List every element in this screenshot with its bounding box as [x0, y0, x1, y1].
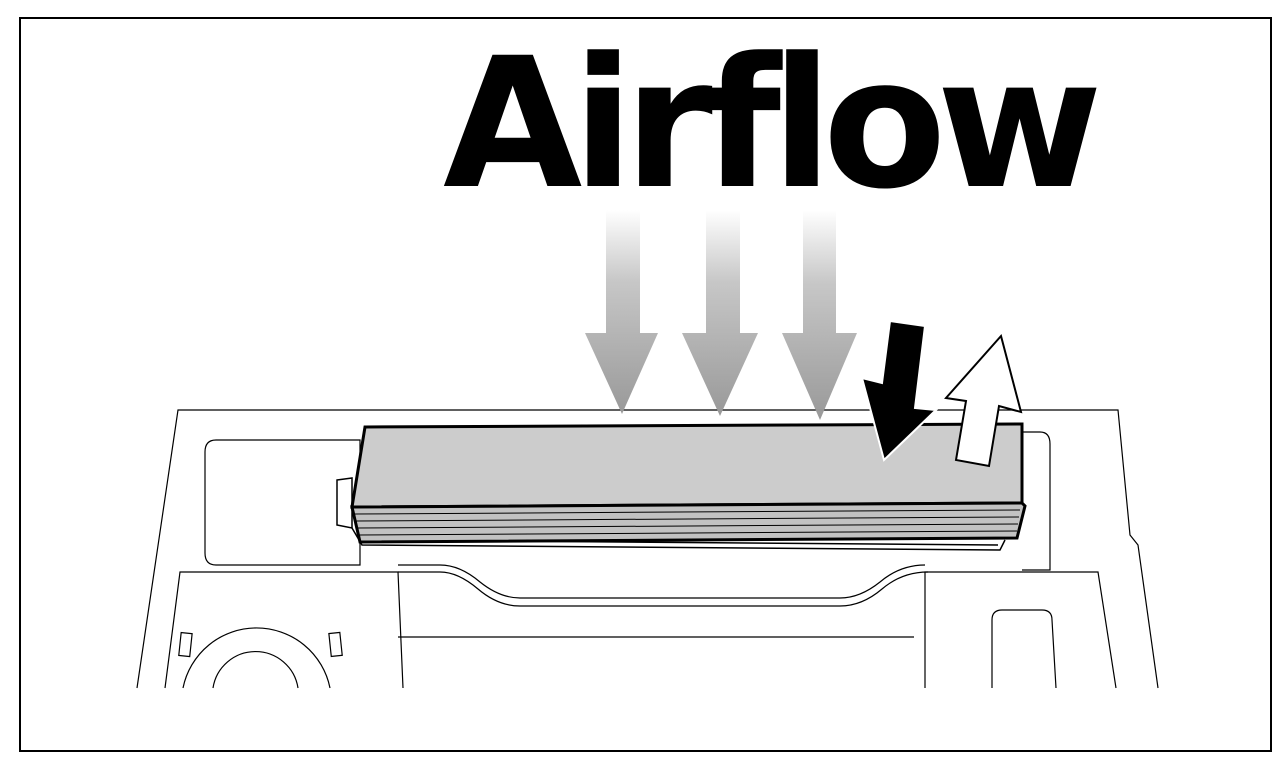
filter-top-face [350, 422, 1024, 509]
airflow-arrows [585, 210, 857, 420]
air-filter [350, 422, 1027, 544]
diagram-border [19, 17, 1272, 752]
down-arrow-gradient-icon [682, 210, 758, 416]
filter-side-face [350, 501, 1027, 544]
up-arrow-outline-icon [944, 333, 1023, 468]
down-arrow-gradient-icon [585, 210, 658, 414]
down-arrow-gradient-icon [782, 210, 857, 420]
airflow-title: Airflow [443, 20, 1103, 229]
down-arrow-black-icon [860, 319, 939, 462]
device-chassis [136, 409, 1159, 689]
filter-pleats [353, 509, 1021, 536]
